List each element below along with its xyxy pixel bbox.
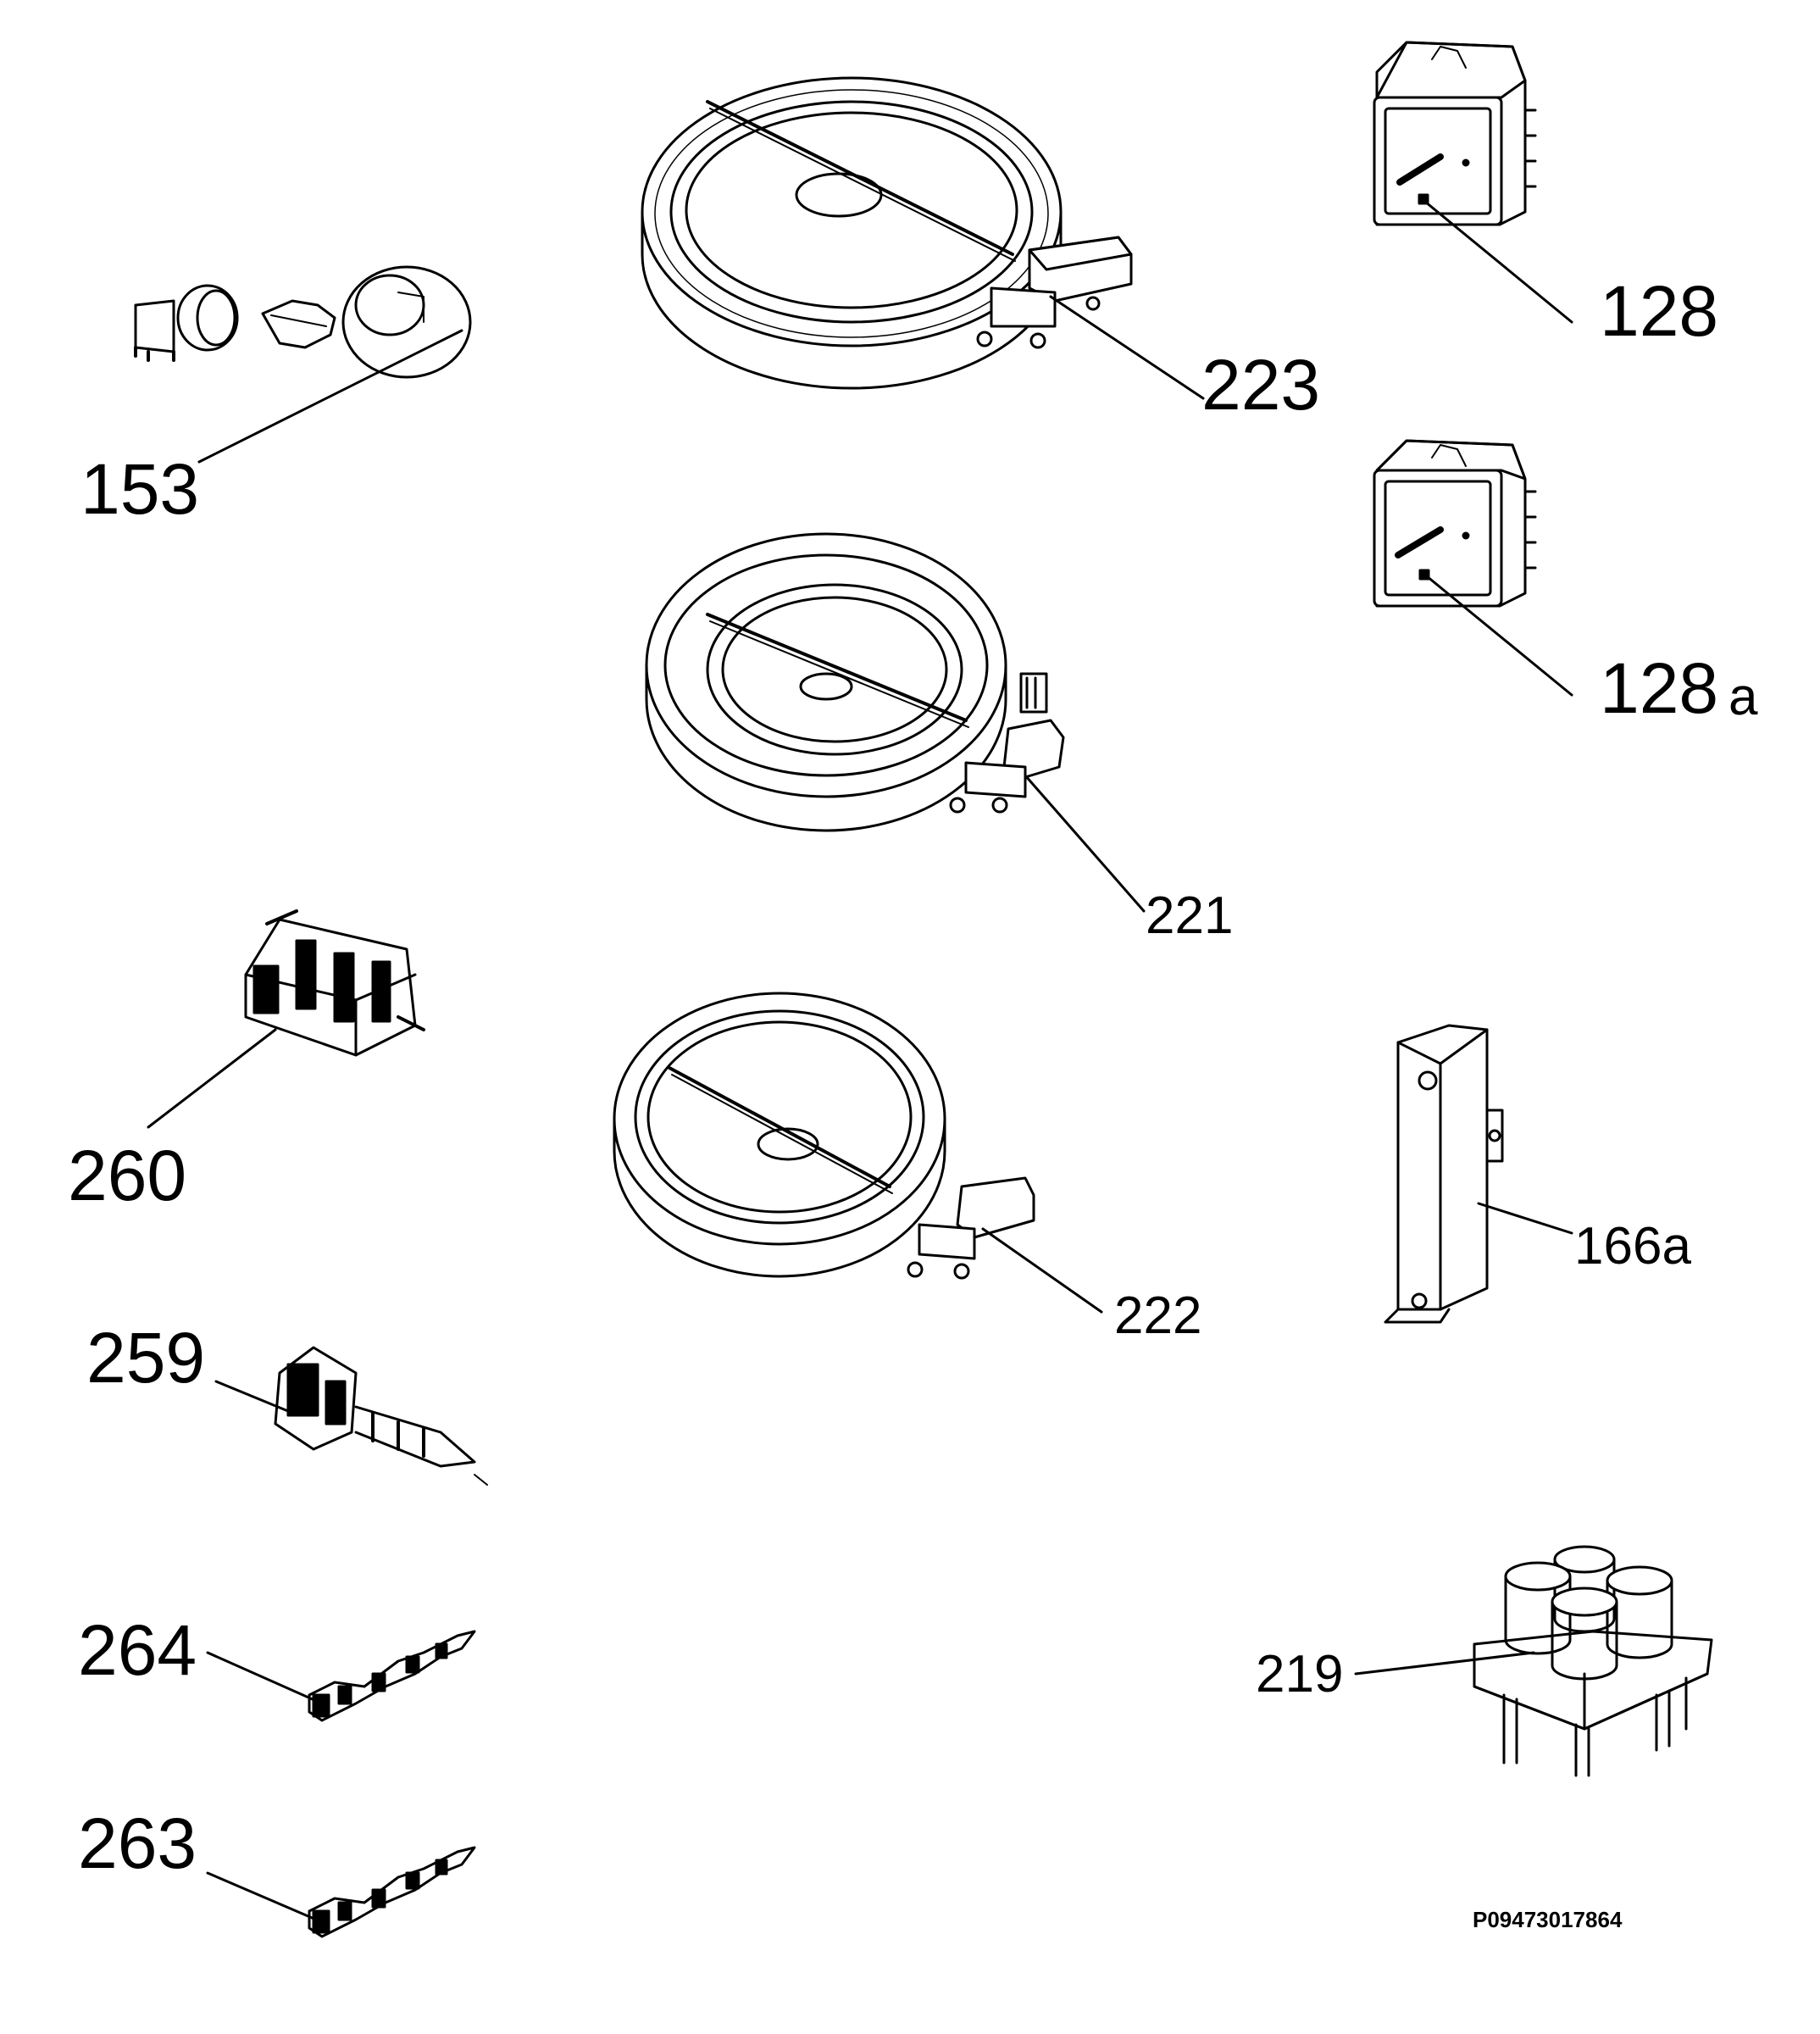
leader-221 — [1025, 775, 1144, 911]
label-222: 222 — [1114, 1287, 1202, 1345]
label-153: 153 — [80, 449, 200, 529]
label-128a-suffix: a — [1728, 668, 1758, 726]
label-128: 128 — [1600, 271, 1719, 351]
leader-219 — [1356, 1653, 1534, 1674]
label-264: 264 — [78, 1610, 197, 1690]
hob-element-222 — [614, 993, 1034, 1278]
leader-128a — [1427, 576, 1572, 695]
label-260: 260 — [68, 1136, 187, 1215]
leader-222 — [983, 1229, 1101, 1312]
capacitor-block-219 — [1474, 1547, 1712, 1776]
drawing-code: P09473017864 — [1473, 1907, 1623, 1932]
leader-128 — [1425, 202, 1572, 322]
label-219: 219 — [1256, 1645, 1344, 1703]
hob-element-221 — [646, 534, 1063, 831]
control-knob-153 — [136, 267, 470, 377]
leader-264 — [208, 1653, 322, 1703]
leader-166a — [1479, 1203, 1572, 1233]
label-128a-number: 128 — [1600, 648, 1719, 728]
bracket-166a — [1385, 1025, 1502, 1322]
label-166a: 166a — [1574, 1217, 1691, 1275]
leader-263 — [208, 1873, 322, 1922]
label-221: 221 — [1146, 886, 1234, 945]
leader-223 — [1051, 297, 1203, 398]
terminal-263 — [309, 1848, 474, 1937]
energy-regulator-128 — [1374, 42, 1535, 225]
label-259: 259 — [86, 1318, 206, 1398]
label-263: 263 — [78, 1803, 197, 1883]
leader-153 — [199, 331, 462, 462]
hob-element-223 — [642, 78, 1131, 388]
terminal-264 — [309, 1631, 474, 1720]
switch-259 — [275, 1348, 487, 1485]
energy-regulator-128a — [1374, 441, 1535, 606]
label-223: 223 — [1201, 345, 1321, 425]
rotary-switch-260 — [246, 911, 424, 1055]
leader-259 — [216, 1381, 288, 1411]
leader-260 — [148, 1030, 275, 1127]
